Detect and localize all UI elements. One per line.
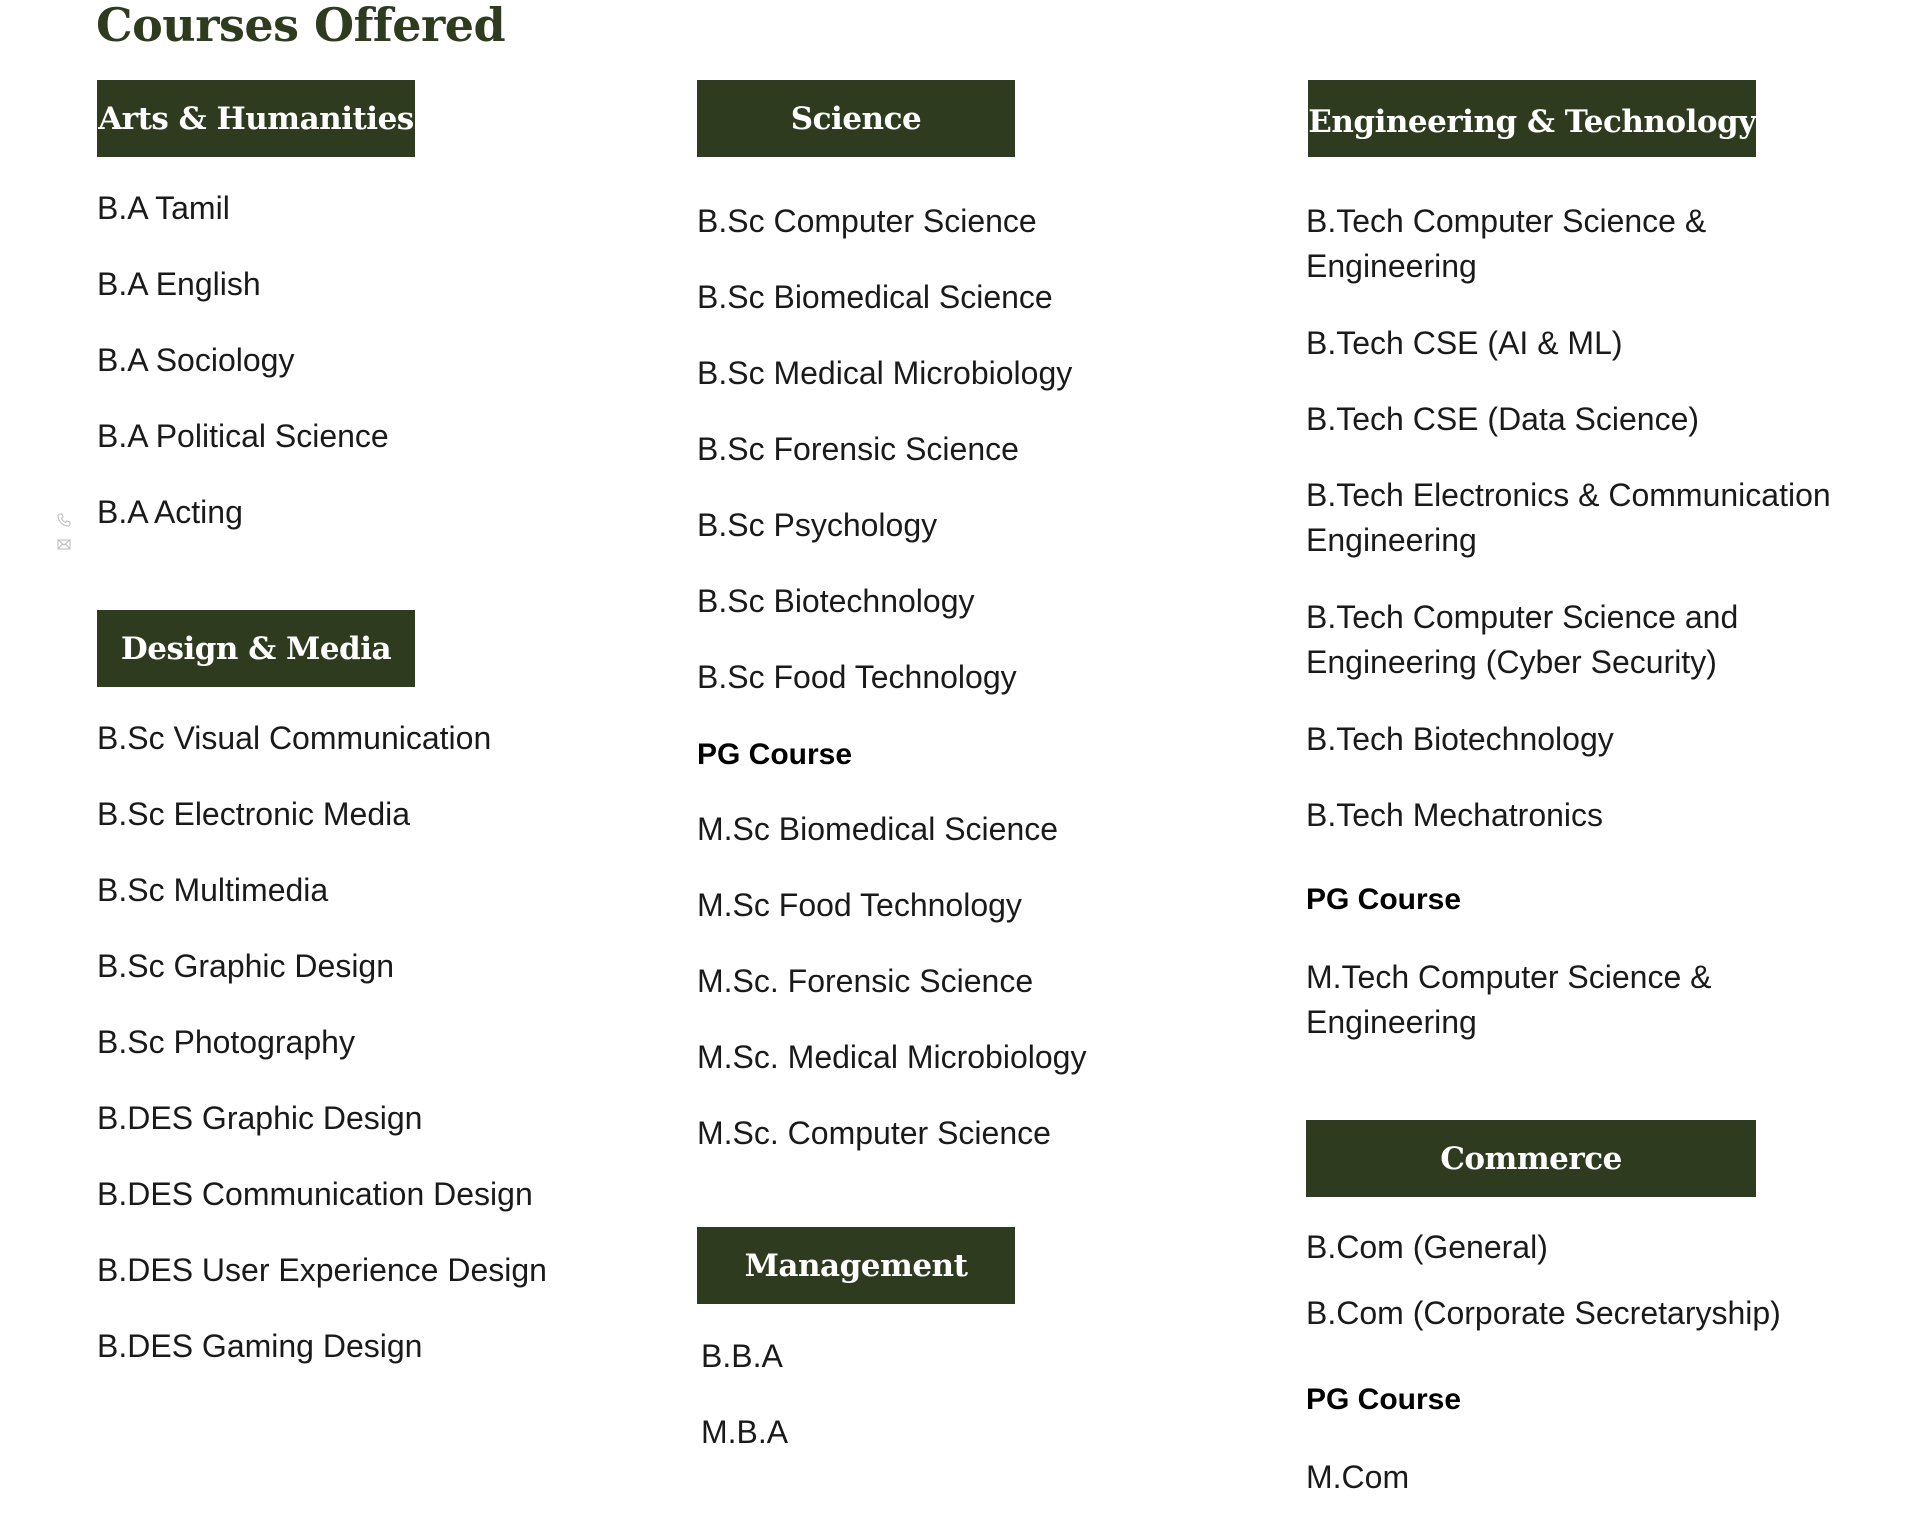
course-item[interactable]: B.A Political Science — [97, 418, 389, 454]
course-item[interactable]: B.DES Communication Design — [97, 1176, 533, 1212]
course-item[interactable]: B.Sc Graphic Design — [97, 948, 395, 984]
course-item[interactable]: B.Sc Electronic Media — [97, 796, 411, 832]
category-header-management: Management — [697, 1227, 1015, 1304]
course-item[interactable]: B.B.A — [701, 1338, 783, 1374]
course-item[interactable]: B.A Tamil — [97, 190, 230, 226]
course-item[interactable]: B.A Sociology — [97, 342, 295, 378]
course-item[interactable]: B.Sc Computer Science — [697, 203, 1037, 239]
category-header-science: Science — [697, 80, 1015, 157]
course-item[interactable]: B.Tech Electronics & Communication Engin… — [1306, 477, 1831, 558]
category-header-design: Design & Media — [97, 610, 415, 687]
pg-course-heading: PG Course — [697, 738, 853, 771]
mail-icon[interactable] — [56, 536, 72, 552]
course-item[interactable]: B.A Acting — [97, 494, 243, 530]
course-item[interactable]: M.Com — [1306, 1459, 1410, 1495]
course-item[interactable]: B.A English — [97, 266, 261, 302]
course-item[interactable]: B.Sc Medical Microbiology — [697, 355, 1073, 391]
course-item[interactable]: M.Sc Biomedical Science — [697, 811, 1059, 847]
course-item[interactable]: B.Sc Biomedical Science — [697, 279, 1053, 315]
course-item[interactable]: M.B.A — [701, 1414, 789, 1450]
course-item[interactable]: B.DES User Experience Design — [97, 1252, 547, 1288]
course-item[interactable]: B.Sc Multimedia — [97, 872, 329, 908]
course-item[interactable]: B.Tech Computer Science and Engineering … — [1306, 599, 1739, 680]
course-item[interactable]: M.Sc. Medical Microbiology — [697, 1039, 1087, 1075]
course-item[interactable]: B.Sc Forensic Science — [697, 431, 1019, 467]
course-item[interactable]: B.Com (General) — [1306, 1229, 1548, 1265]
course-item[interactable]: M.Tech Computer Science & Engineering — [1306, 959, 1712, 1040]
course-item[interactable]: B.Sc Biotechnology — [697, 583, 975, 619]
course-item[interactable]: B.Sc Psychology — [697, 507, 938, 543]
phone-icon[interactable] — [56, 512, 72, 528]
course-item[interactable]: M.Sc Food Technology — [697, 887, 1022, 923]
course-item[interactable]: M.Sc. Computer Science — [697, 1115, 1051, 1151]
course-item[interactable]: M.Sc. Forensic Science — [697, 963, 1034, 999]
side-contact-icons — [56, 512, 74, 560]
pg-course-heading: PG Course — [1306, 883, 1462, 916]
course-item[interactable]: B.Tech Computer Science & Engineering — [1306, 203, 1707, 284]
course-item[interactable]: B.Tech CSE (AI & ML) — [1306, 325, 1623, 361]
course-item[interactable]: B.Sc Food Technology — [697, 659, 1017, 695]
course-item[interactable]: B.DES Graphic Design — [97, 1100, 423, 1136]
course-item[interactable]: B.Sc Photography — [97, 1024, 355, 1060]
course-item[interactable]: B.Com (Corporate Secretaryship) — [1306, 1295, 1781, 1331]
pg-course-heading: PG Course — [1306, 1383, 1462, 1416]
page-title: Courses Offered — [96, 0, 506, 52]
course-item[interactable]: B.Tech Mechatronics — [1306, 797, 1604, 833]
course-item[interactable]: B.DES Gaming Design — [97, 1328, 423, 1364]
course-item[interactable]: B.Sc Visual Communication — [97, 720, 492, 756]
category-header-commerce: Commerce — [1306, 1120, 1756, 1197]
category-header-engineering: Engineering & Technology — [1308, 80, 1756, 157]
course-item[interactable]: B.Tech CSE (Data Science) — [1306, 401, 1700, 437]
course-item[interactable]: B.Tech Biotechnology — [1306, 721, 1614, 757]
category-header-arts: Arts & Humanities — [97, 80, 415, 157]
